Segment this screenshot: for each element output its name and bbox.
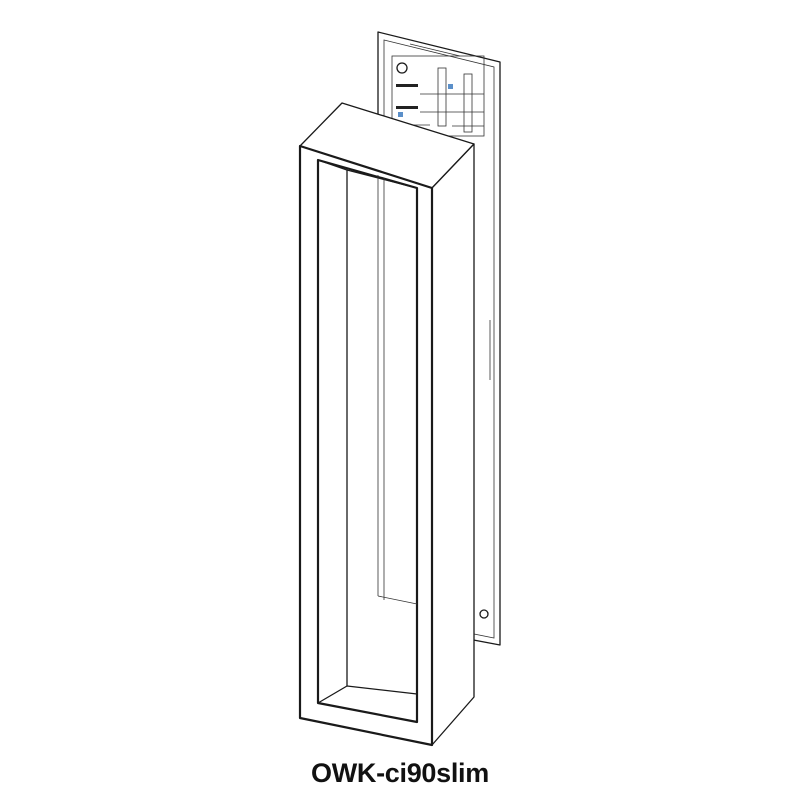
niche-box <box>298 102 475 747</box>
product-model-label: OWK-ci90slim <box>311 758 489 788</box>
